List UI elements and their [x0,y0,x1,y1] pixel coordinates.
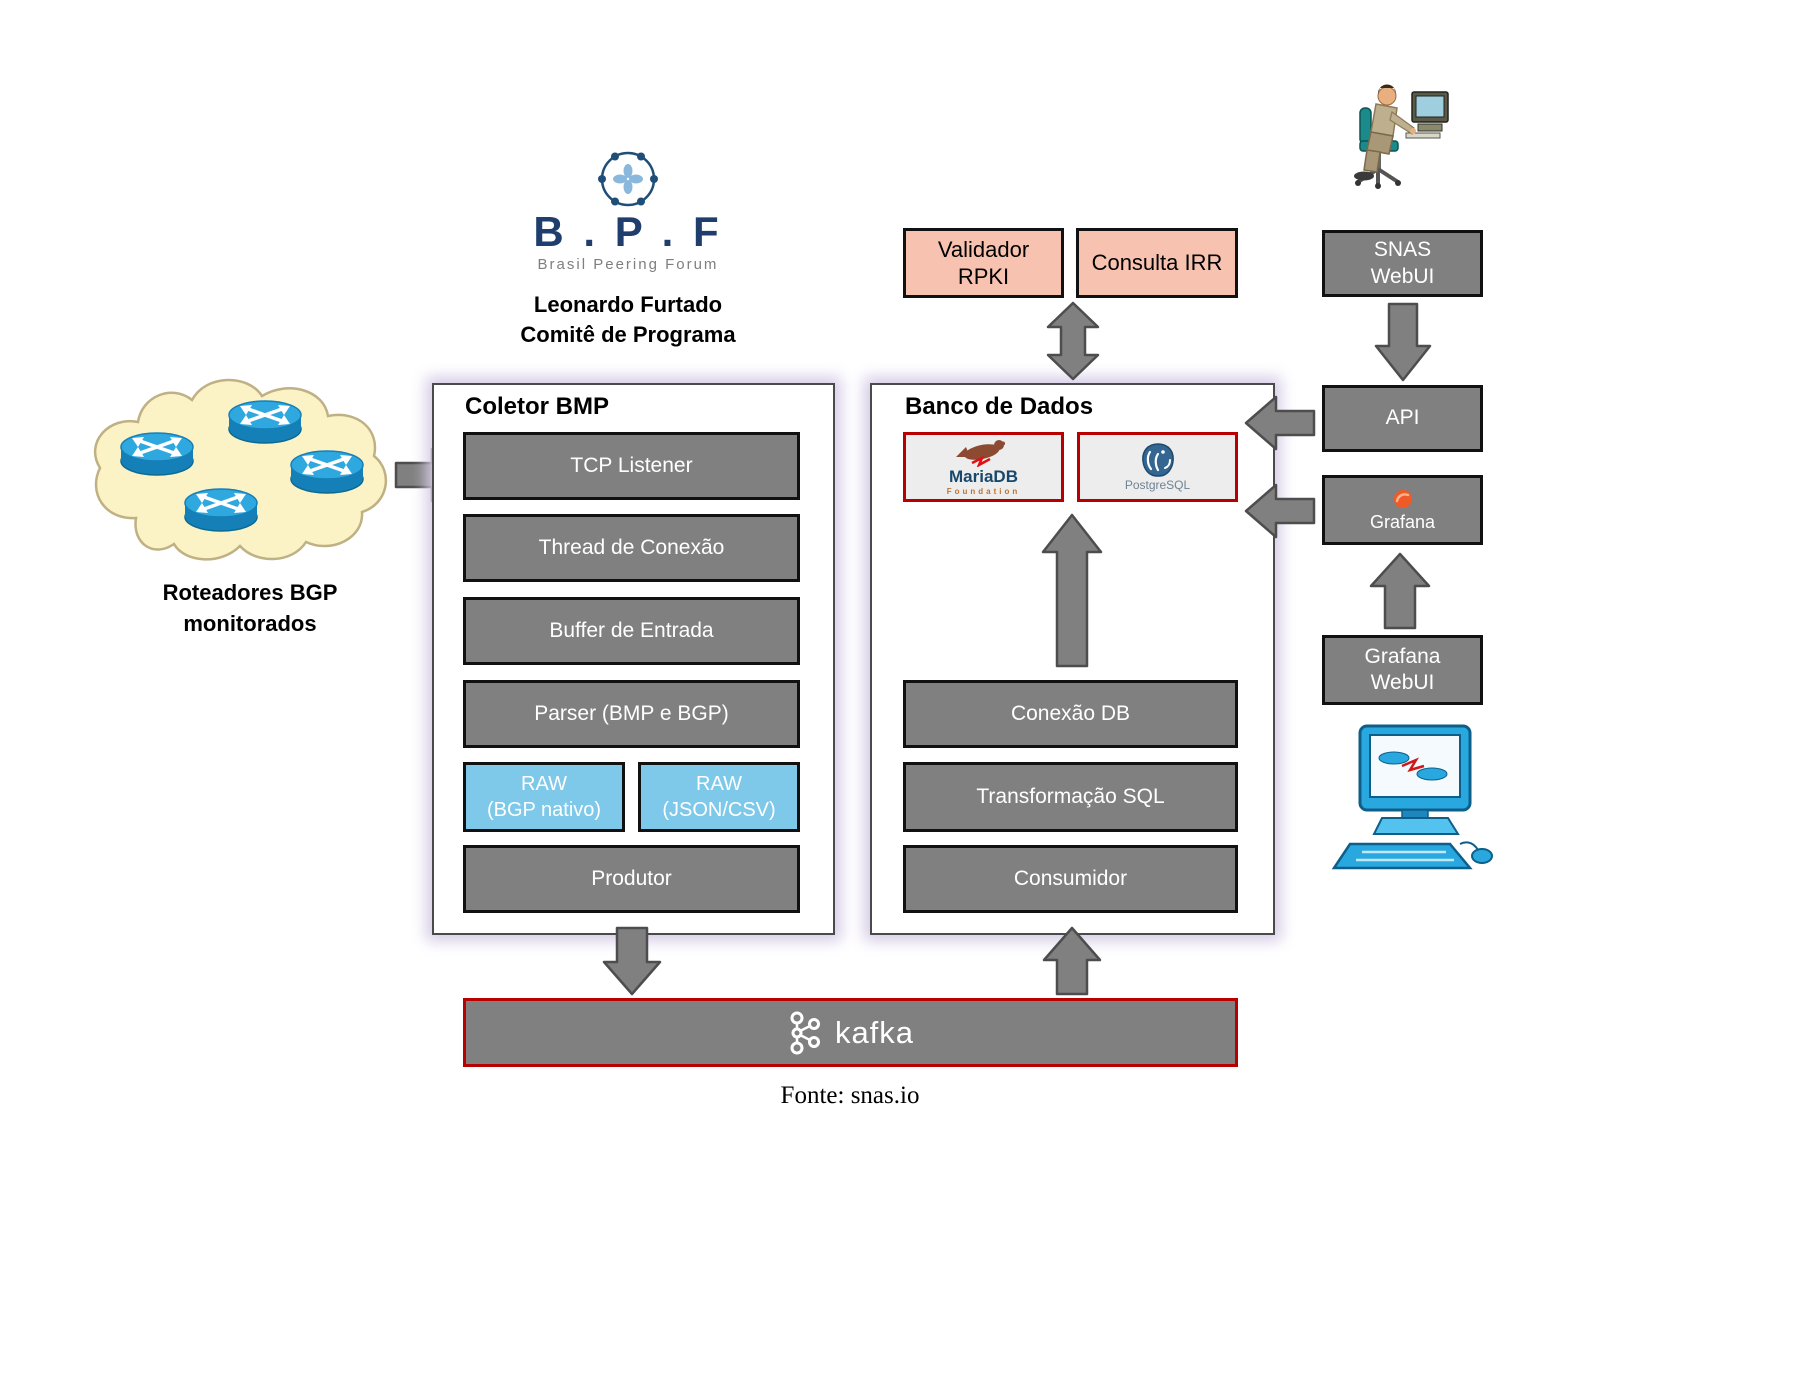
arrow-api-to-banco [1244,395,1316,451]
consulta-irr-box: Consulta IRR [1076,228,1238,298]
raw-bgp-nativo-box: RAW (BGP nativo) [463,762,625,832]
arrow-validators-banco-bidirectional [1046,301,1100,381]
grafana-webui-box: Grafana WebUI [1322,635,1483,705]
kafka-bar: kafka [463,998,1238,1067]
validador-rpki-box: Validador RPKI [903,228,1064,298]
api-label: API [1385,406,1420,430]
workstation-clipart [1331,724,1493,870]
transformacao-sql-label: Transformação SQL [976,784,1165,808]
source-caption: Fonte: snas.io [780,1082,920,1109]
api-box: API [1322,385,1483,452]
validador-rpki-line1: Validador [937,236,1030,262]
grafana-webui-line1: Grafana [1364,644,1441,668]
arrow-kafka-to-consumidor [1042,926,1102,996]
kafka-logo-icon [790,1011,820,1054]
raw-json-csv-box: RAW (JSON/CSV) [638,762,800,832]
mariadb-box: MariaDB Foundation [903,432,1064,502]
thread-conexao-box: Thread de Conexão [463,514,800,582]
cloud-label-line2: monitorados [183,610,317,636]
mariadb-seal-icon [955,439,1005,467]
grafana-label: Grafana [1369,511,1436,532]
bpf-logo-icon [598,151,658,207]
cloud-label-line1: Roteadores BGP [162,580,338,605]
snas-webui-box: SNAS WebUI [1322,230,1483,297]
buffer-entrada-box: Buffer de Entrada [463,597,800,665]
consumidor-label: Consumidor [1013,866,1128,890]
conexao-db-box: Conexão DB [903,680,1238,748]
banco-dados-title: Banco de Dados [905,393,1094,420]
parser-box: Parser (BMP e BGP) [463,680,800,748]
kafka-label: kafka [834,1014,915,1050]
bpf-author-role: Comitê de Programa [520,322,736,347]
coletor-bmp-title: Coletor BMP [465,393,609,420]
router-icon [228,400,302,444]
mariadb-foundation-label: Foundation [946,486,1021,496]
snas-webui-line2: WebUI [1370,264,1435,288]
bpf-author: Leonardo Furtado [533,292,723,317]
router-icon [290,450,364,494]
validador-rpki-line2: RPKI [957,264,1010,289]
raw-json-line1: RAW [696,773,742,795]
produtor-label: Produtor [591,866,672,890]
arrow-coletor-to-kafka [602,926,662,996]
arrow-snas-to-api [1374,302,1432,382]
buffer-entrada-label: Buffer de Entrada [549,618,714,642]
grafana-logo-icon [1393,489,1412,508]
router-icon [184,488,258,532]
raw-json-line2: (JSON/CSV) [662,799,776,821]
transformacao-sql-box: Transformação SQL [903,762,1238,832]
person-at-computer-clipart [1354,84,1449,189]
arrow-conexao-to-databases [1041,513,1103,668]
snas-webui-line1: SNAS [1373,238,1432,262]
raw-bgp-line1: RAW [521,773,567,795]
consumidor-box: Consumidor [903,845,1238,913]
cloud-label: Roteadores BGP monitorados [100,578,400,640]
consulta-irr-label: Consulta IRR [1091,250,1223,276]
bpf-subtitle: Brasil Peering Forum [537,256,719,273]
postgresql-label: PostgreSQL [1124,478,1191,492]
arrow-grafana-webui-to-grafana [1369,552,1431,630]
parser-label: Parser (BMP e BGP) [534,701,729,725]
grafana-webui-line2: WebUI [1370,671,1435,694]
raw-bgp-line2: (BGP nativo) [486,799,602,821]
arrow-grafana-to-banco [1244,483,1316,539]
conexao-db-label: Conexão DB [1010,701,1131,725]
mariadb-label: MariaDB [949,466,1018,486]
tcp-listener-box: TCP Listener [463,432,800,500]
postgresql-box: PostgreSQL [1077,432,1238,502]
postgresql-elephant-icon [1141,443,1174,477]
thread-conexao-label: Thread de Conexão [538,535,725,559]
grafana-box: Grafana [1322,475,1483,545]
bpf-title: B . P . F [533,208,723,255]
router-icon [120,432,194,476]
bgp-cloud [93,378,388,561]
produtor-box: Produtor [463,845,800,913]
tcp-listener-label: TCP Listener [570,453,693,477]
